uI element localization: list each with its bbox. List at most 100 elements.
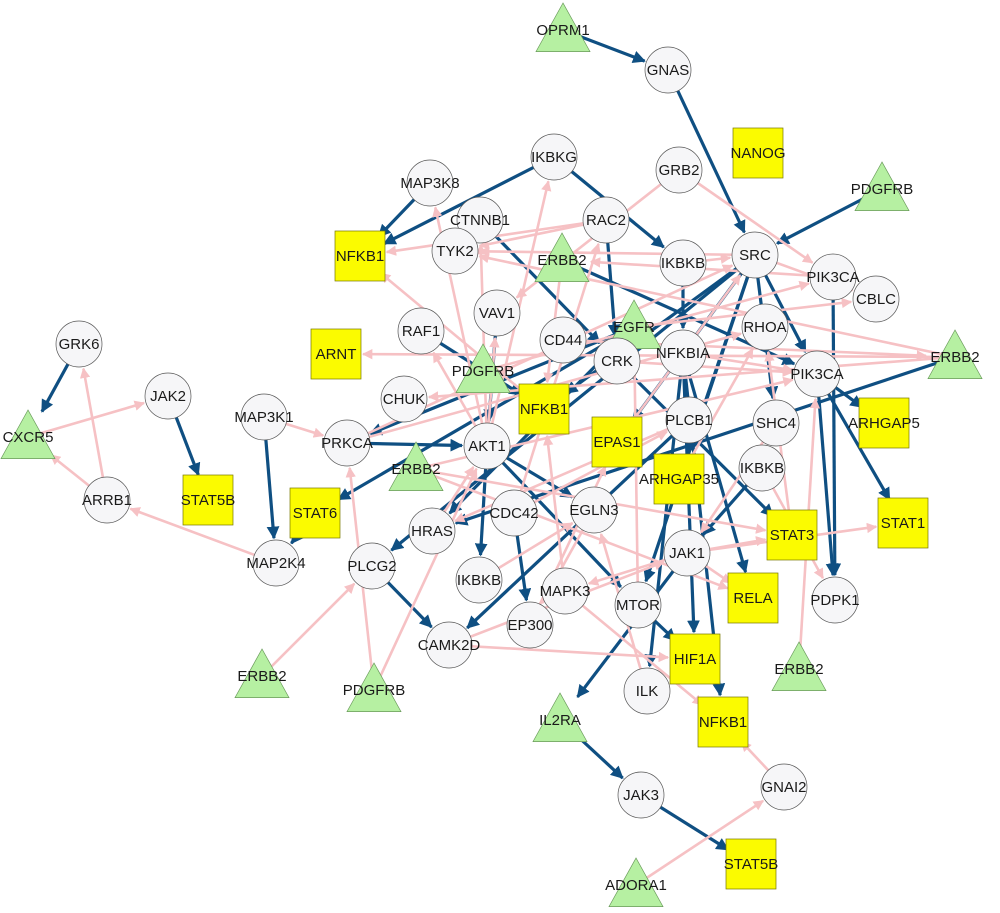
node-ikbkb[interactable]: IKBKB: [659, 239, 707, 287]
node-jak2[interactable]: JAK2: [144, 372, 192, 420]
node-grb2[interactable]: GRB2: [655, 146, 703, 194]
node-egfr[interactable]: EGFR: [606, 299, 662, 349]
node-chuk[interactable]: CHUK: [380, 375, 428, 423]
node-label: STAT6: [293, 505, 337, 522]
node-erbb2[interactable]: ERBB2: [771, 641, 827, 691]
node-label: PDGFRB: [343, 682, 406, 699]
node-label: HRAS: [411, 523, 453, 540]
node-adora1[interactable]: ADORA1: [605, 857, 667, 907]
node-shape-square: [697, 696, 749, 748]
node-ikbkg[interactable]: IKBKG: [530, 133, 578, 181]
node-gnas[interactable]: GNAS: [644, 46, 692, 94]
node-ilk[interactable]: ILK: [623, 667, 671, 715]
node-shape-square: [182, 474, 234, 526]
node-hif1a[interactable]: HIF1A: [669, 633, 721, 685]
node-arhgap5[interactable]: ARHGAP5: [848, 397, 920, 449]
node-label: RAF1: [402, 323, 440, 340]
node-pdgfrb[interactable]: PDGFRB: [343, 662, 406, 712]
node-ep300[interactable]: EP300: [506, 601, 554, 649]
node-nfkb1[interactable]: NFKB1: [518, 383, 570, 435]
node-hras[interactable]: HRAS: [408, 507, 456, 555]
node-shape-circle: [425, 621, 473, 669]
node-camk2d[interactable]: CAMK2D: [418, 621, 481, 669]
node-cblc[interactable]: CBLC: [852, 275, 900, 323]
node-ctnnb1[interactable]: CTNNB1: [450, 196, 510, 244]
node-erbb2[interactable]: ERBB2: [534, 232, 590, 282]
node-stat1[interactable]: STAT1: [877, 497, 929, 549]
node-il2ra[interactable]: IL2RA: [532, 692, 588, 742]
node-pdgfrb[interactable]: PDGFRB: [851, 161, 914, 211]
node-label: ARRB1: [82, 492, 132, 509]
node-label: CAMK2D: [418, 637, 481, 654]
node-stat6[interactable]: STAT6: [289, 487, 341, 539]
node-map3k8[interactable]: MAP3K8: [400, 159, 460, 207]
node-akt1[interactable]: AKT1: [463, 422, 511, 470]
node-map2k4[interactable]: MAP2K4: [246, 539, 306, 587]
node-shape-square: [669, 633, 721, 685]
node-shape-circle: [644, 46, 692, 94]
node-cdc42[interactable]: CDC42: [489, 489, 539, 537]
node-stat3[interactable]: STAT3: [766, 509, 818, 561]
node-label: EGFR: [613, 319, 655, 336]
node-shape-circle: [665, 396, 713, 444]
node-gnai2[interactable]: GNAI2: [760, 763, 808, 811]
node-pdgfrb[interactable]: PDGFRB: [452, 343, 515, 393]
node-mapk3[interactable]: MAPK3: [540, 567, 591, 615]
node-ikbkb[interactable]: IKBKB: [455, 556, 503, 604]
node-rac2[interactable]: RAC2: [582, 196, 630, 244]
node-tyk2[interactable]: TYK2: [431, 227, 479, 275]
node-rela[interactable]: RELA: [727, 572, 779, 624]
node-nanog[interactable]: NANOG: [730, 127, 786, 179]
node-vav1[interactable]: VAV1: [473, 289, 521, 337]
node-erbb2[interactable]: ERBB2: [388, 441, 444, 491]
node-oprm1[interactable]: OPRM1: [535, 2, 591, 52]
node-mtor[interactable]: MTOR: [614, 581, 662, 629]
node-label: NANOG: [730, 145, 785, 162]
node-pdpk1[interactable]: PDPK1: [810, 576, 860, 624]
node-erbb2[interactable]: ERBB2: [927, 329, 983, 379]
node-shc4[interactable]: SHC4: [752, 399, 800, 447]
node-label: EP300: [507, 617, 552, 634]
node-raf1[interactable]: RAF1: [397, 307, 445, 355]
node-arnt[interactable]: ARNT: [310, 328, 362, 380]
node-plcb1[interactable]: PLCB1: [665, 396, 713, 444]
node-arhgap35[interactable]: ARHGAP35: [639, 453, 719, 505]
node-jak1[interactable]: JAK1: [663, 529, 711, 577]
node-shape-square: [653, 453, 705, 505]
node-label: JAK3: [623, 787, 659, 804]
edge-pik3ca-to-pdpk1: [815, 373, 839, 577]
node-map3k1[interactable]: MAP3K1: [234, 393, 294, 441]
node-nfkb1[interactable]: NFKB1: [697, 696, 749, 748]
node-stat5b[interactable]: STAT5B: [181, 474, 235, 526]
node-jak3[interactable]: JAK3: [617, 771, 665, 819]
node-epas1[interactable]: EPAS1: [591, 416, 643, 468]
node-pik3ca[interactable]: PIK3CA: [790, 350, 844, 398]
node-label: ARNT: [316, 346, 357, 363]
node-grk6[interactable]: GRK6: [55, 320, 103, 368]
node-shape-circle: [83, 476, 131, 524]
node-egln3[interactable]: EGLN3: [569, 486, 619, 534]
node-label: STAT1: [881, 515, 925, 532]
node-label: CDC42: [489, 505, 538, 522]
node-nfkb1[interactable]: NFKB1: [334, 230, 386, 282]
node-nfkbia[interactable]: NFKBIA: [656, 329, 710, 377]
node-pik3ca[interactable]: PIK3CA: [806, 253, 860, 301]
edge-pik3ca-to-erbb2: [589, 257, 834, 279]
node-erbb2[interactable]: ERBB2: [234, 648, 290, 698]
node-stat5b[interactable]: STAT5B: [724, 838, 778, 890]
node-shape-triangle: [234, 648, 290, 698]
node-ikbkb[interactable]: IKBKB: [738, 444, 786, 492]
node-prkca[interactable]: PRKCA: [321, 419, 373, 467]
node-plcg2[interactable]: PLCG2: [347, 542, 397, 590]
node-arrb1[interactable]: ARRB1: [82, 476, 132, 524]
node-shape-circle: [793, 350, 841, 398]
node-label: ADORA1: [605, 877, 667, 894]
node-cxcr5[interactable]: CXCR5: [0, 409, 56, 459]
node-crk[interactable]: CRK: [593, 337, 641, 385]
node-label: IKBKG: [531, 149, 577, 166]
node-label: IKBKB: [457, 572, 501, 589]
node-src[interactable]: SRC: [731, 231, 779, 279]
node-cd44[interactable]: CD44: [539, 316, 587, 364]
node-rhoa[interactable]: RHOA: [741, 303, 789, 351]
